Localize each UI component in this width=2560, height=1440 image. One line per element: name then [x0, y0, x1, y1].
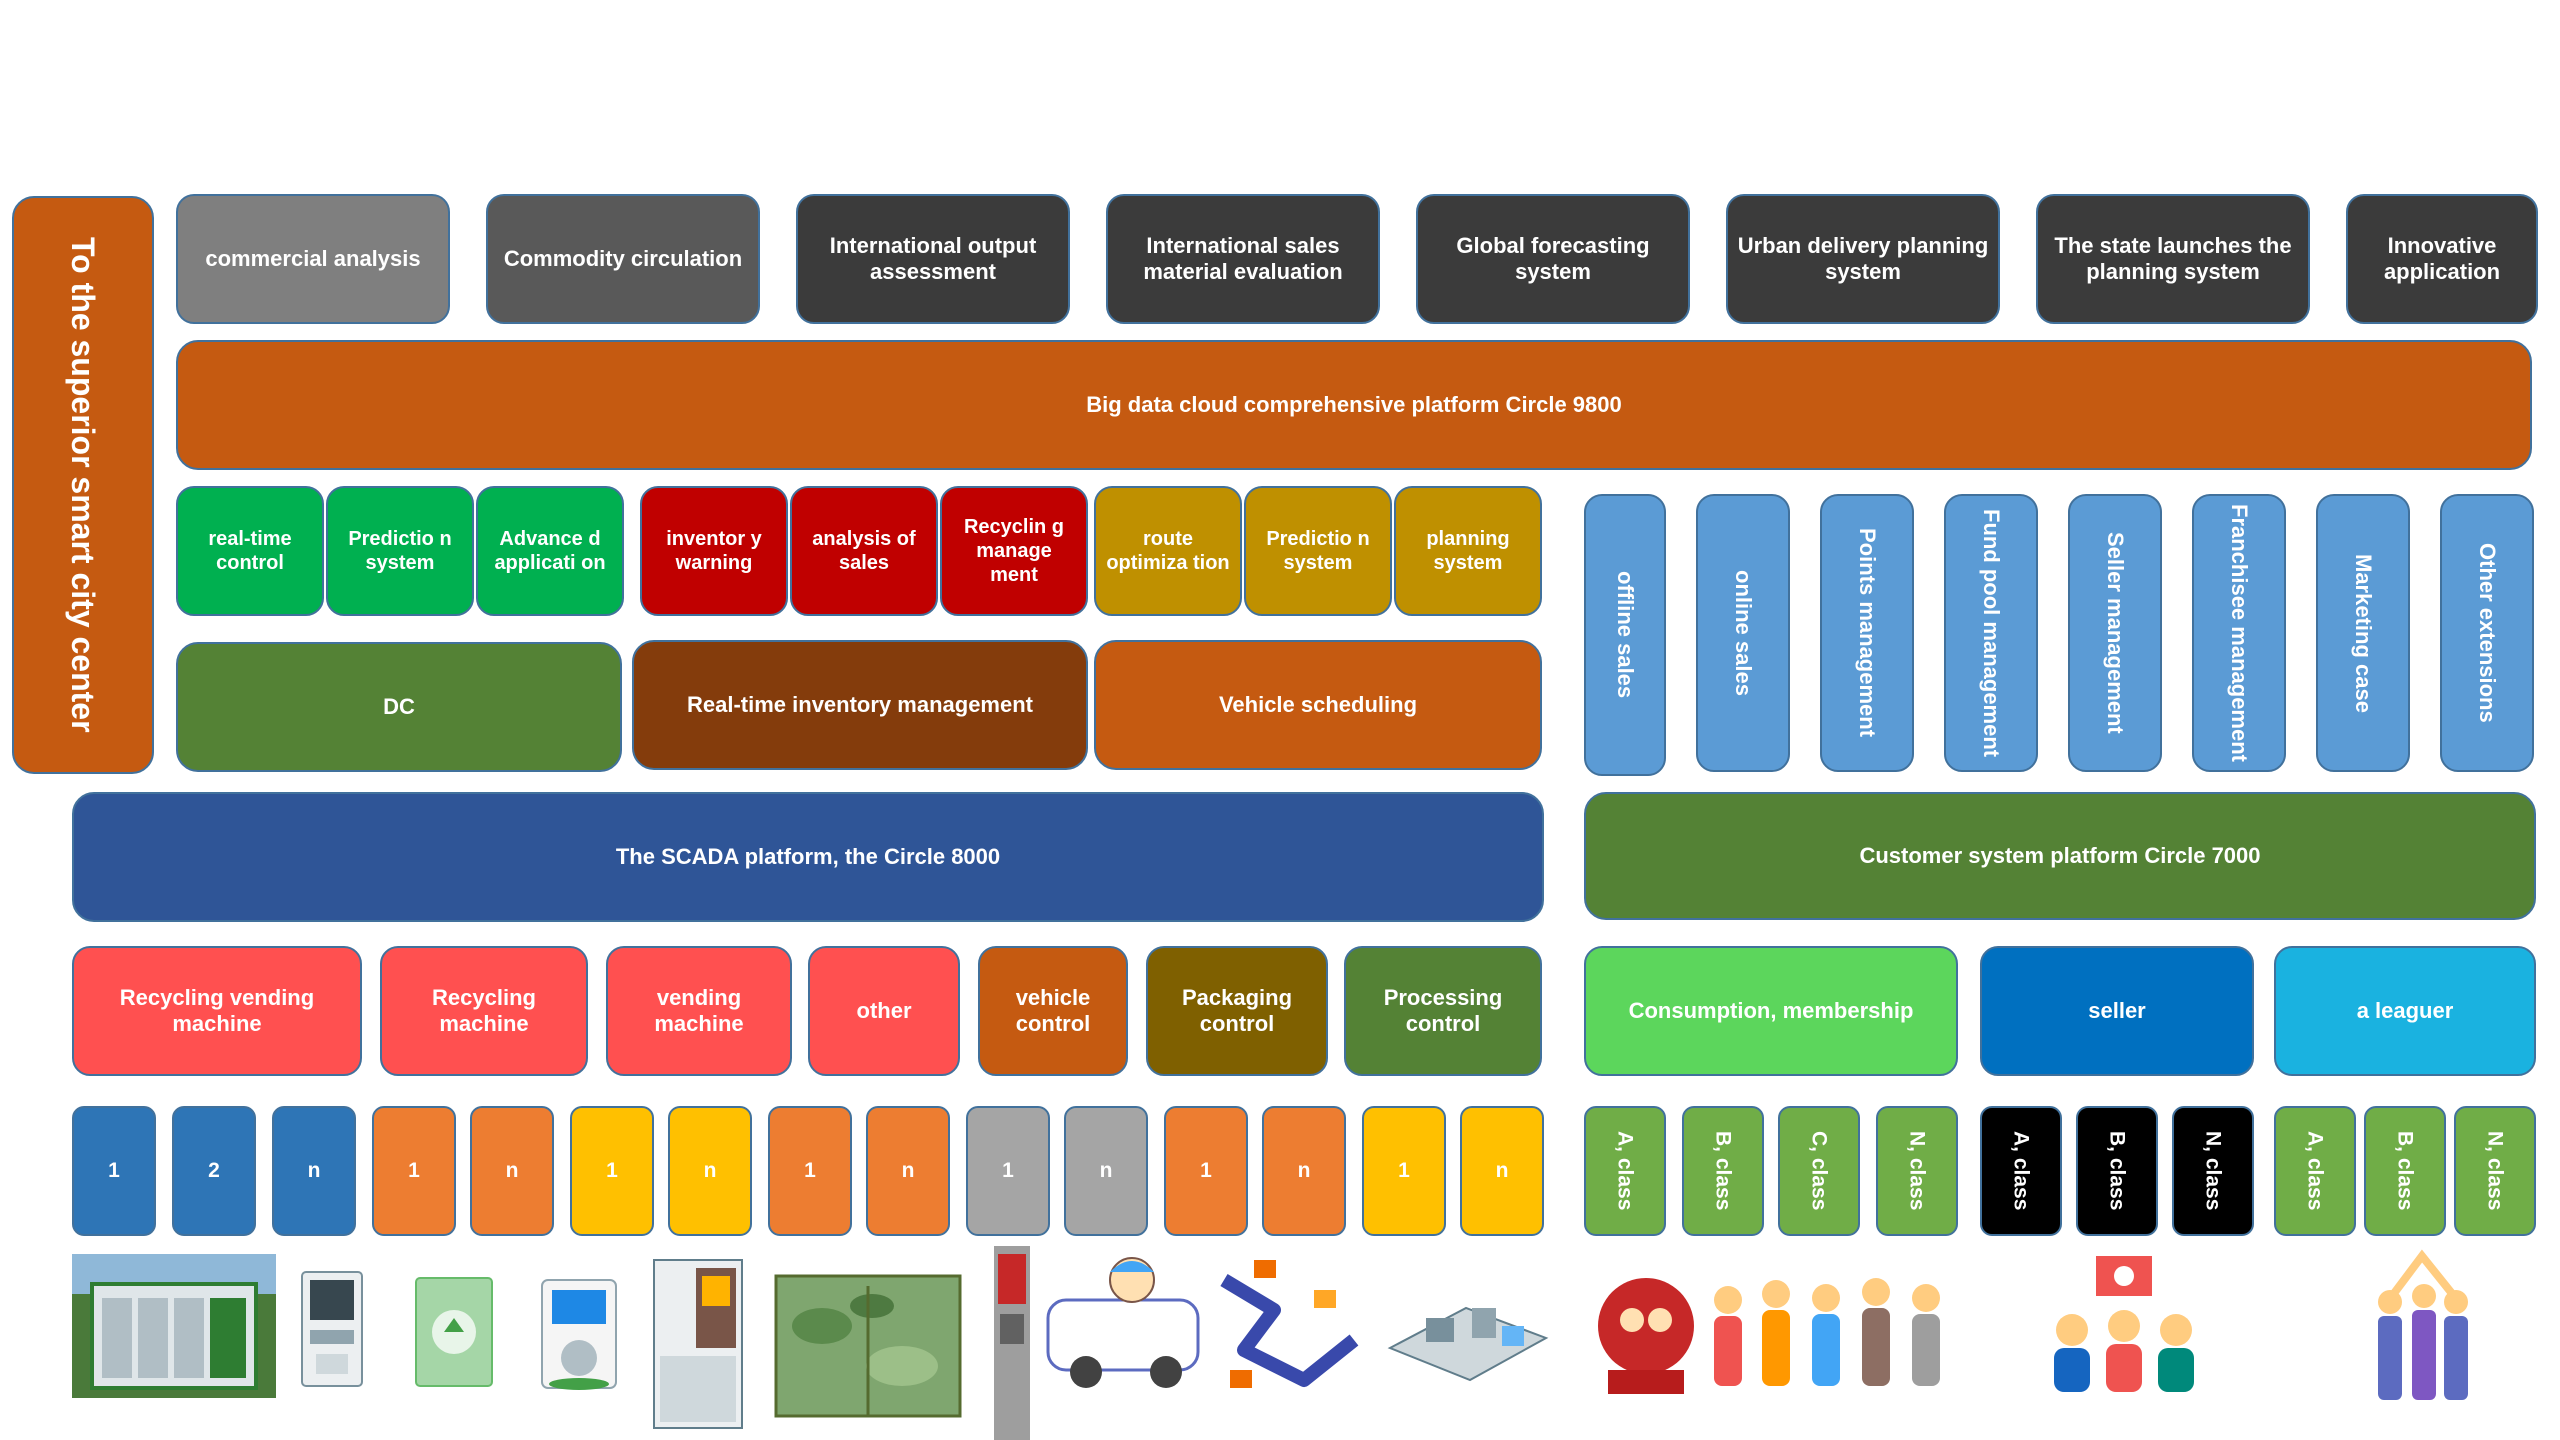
app-commercial-analysis[interactable]: commercial analysis	[176, 194, 450, 324]
recycling-cabinet-image	[653, 1259, 743, 1429]
customer-class[interactable]: N, class	[2454, 1106, 2536, 1236]
device-unit[interactable]: 1	[372, 1106, 456, 1236]
customer-class[interactable]: A, class	[1980, 1106, 2062, 1236]
module-analysis-of-sales[interactable]: analysis of sales	[790, 486, 938, 616]
customer-module-fund-pool[interactable]: Fund pool management	[1944, 494, 2038, 772]
kiosk-pillar-image	[994, 1246, 1030, 1440]
customer-class[interactable]: N, class	[1876, 1106, 1958, 1236]
delivery-van-illustration	[1046, 1257, 1200, 1388]
customer-class[interactable]: B, class	[2364, 1106, 2446, 1236]
device-unit[interactable]: 1	[72, 1106, 156, 1236]
device-unit[interactable]: n	[1064, 1106, 1148, 1236]
device-unit[interactable]: n	[866, 1106, 950, 1236]
customer-class[interactable]: B, class	[1682, 1106, 1764, 1236]
vending-machine-image	[301, 1271, 363, 1387]
app-commodity-circulation[interactable]: Commodity circulation	[486, 194, 760, 324]
device-recycling-machine[interactable]: Recycling machine	[380, 946, 588, 1076]
customer-consumption-membership[interactable]: Consumption, membership	[1584, 946, 1958, 1076]
team-highfive-illustration	[2378, 1249, 2468, 1400]
device-unit[interactable]: 2	[172, 1106, 256, 1236]
device-unit[interactable]: n	[1460, 1106, 1544, 1236]
device-vehicle-control[interactable]: vehicle control	[978, 946, 1128, 1076]
customer-module-seller-management[interactable]: Seller management	[2068, 494, 2162, 772]
customer-class[interactable]: N, class	[2172, 1106, 2254, 1236]
device-recycling-vending-machine[interactable]: Recycling vending machine	[72, 946, 362, 1076]
device-unit[interactable]: 1	[966, 1106, 1050, 1236]
logistics-flow-illustration	[1220, 1260, 1359, 1388]
function-vehicle-scheduling[interactable]: Vehicle scheduling	[1094, 640, 1542, 770]
customer-class[interactable]: C, class	[1778, 1106, 1860, 1236]
device-other[interactable]: other	[808, 946, 960, 1076]
device-packaging-control[interactable]: Packaging control	[1146, 946, 1328, 1076]
module-prediction-system-2[interactable]: Predictio n system	[1244, 486, 1392, 616]
device-unit[interactable]: 1	[768, 1106, 852, 1236]
module-planning-system[interactable]: planning system	[1394, 486, 1542, 616]
function-real-time-inventory[interactable]: Real-time inventory management	[632, 640, 1088, 770]
customer-module-online-sales[interactable]: online sales	[1696, 494, 1790, 772]
reverse-vending-machine-image	[541, 1279, 617, 1390]
device-unit[interactable]: n	[272, 1106, 356, 1236]
module-advanced-application[interactable]: Advance d applicati on	[476, 486, 624, 616]
customer-module-franchisee-management[interactable]: Franchisee management	[2192, 494, 2286, 772]
customer-module-other-extensions[interactable]: Other extensions	[2440, 494, 2534, 772]
recycling-bin-image	[415, 1277, 493, 1387]
scada-platform-bar[interactable]: The SCADA platform, the Circle 8000	[72, 792, 1544, 922]
module-route-optimization[interactable]: route optimiza tion	[1094, 486, 1242, 616]
module-prediction-system[interactable]: Predictio n system	[326, 486, 474, 616]
app-urban-delivery-planning[interactable]: Urban delivery planning system	[1726, 194, 2000, 324]
customer-module-points-management[interactable]: Points management	[1820, 494, 1914, 772]
smart-factory-illustration	[1387, 1306, 1549, 1382]
seller-team-illustration	[2054, 1256, 2194, 1392]
left-banner: To the superior smart city center	[12, 196, 154, 774]
customer-seller[interactable]: seller	[1980, 946, 2254, 1076]
membership-badge-illustration	[1598, 1278, 1694, 1394]
device-vending-machine[interactable]: vending machine	[606, 946, 792, 1076]
customer-class[interactable]: A, class	[2274, 1106, 2356, 1236]
customer-class[interactable]: B, class	[2076, 1106, 2158, 1236]
device-unit[interactable]: 1	[1362, 1106, 1446, 1236]
device-unit[interactable]: 1	[1164, 1106, 1248, 1236]
cloud-platform-bar[interactable]: Big data cloud comprehensive platform Ci…	[176, 340, 2532, 470]
app-global-forecasting[interactable]: Global forecasting system	[1416, 194, 1690, 324]
customer-a-leaguer[interactable]: a leaguer	[2274, 946, 2536, 1076]
customer-platform-bar[interactable]: Customer system platform Circle 7000	[1584, 792, 2536, 920]
app-international-output-assessment[interactable]: International output assessment	[796, 194, 1070, 324]
module-inventory-warning[interactable]: inventor y warning	[640, 486, 788, 616]
device-unit[interactable]: 1	[570, 1106, 654, 1236]
app-international-sales-evaluation[interactable]: International sales material evaluation	[1106, 194, 1380, 324]
device-unit[interactable]: n	[668, 1106, 752, 1236]
customer-class[interactable]: A, class	[1584, 1106, 1666, 1236]
function-dc[interactable]: DC	[176, 642, 622, 772]
device-processing-control[interactable]: Processing control	[1344, 946, 1542, 1076]
app-innovative-application[interactable]: Innovative application	[2346, 194, 2538, 324]
people-group-illustration	[1714, 1278, 1940, 1386]
device-unit[interactable]: n	[470, 1106, 554, 1236]
customer-module-offline-sales[interactable]: offline sales	[1584, 494, 1666, 776]
customer-module-marketing-case[interactable]: Marketing case	[2316, 494, 2410, 772]
device-unit[interactable]: n	[1262, 1106, 1346, 1236]
module-recycling-management[interactable]: Recyclin g manage ment	[940, 486, 1088, 616]
module-real-time-control[interactable]: real-time control	[176, 486, 324, 616]
camouflage-container-image	[774, 1274, 962, 1418]
recycling-kiosk-photo	[72, 1254, 276, 1398]
app-state-planning-system[interactable]: The state launches the planning system	[2036, 194, 2310, 324]
